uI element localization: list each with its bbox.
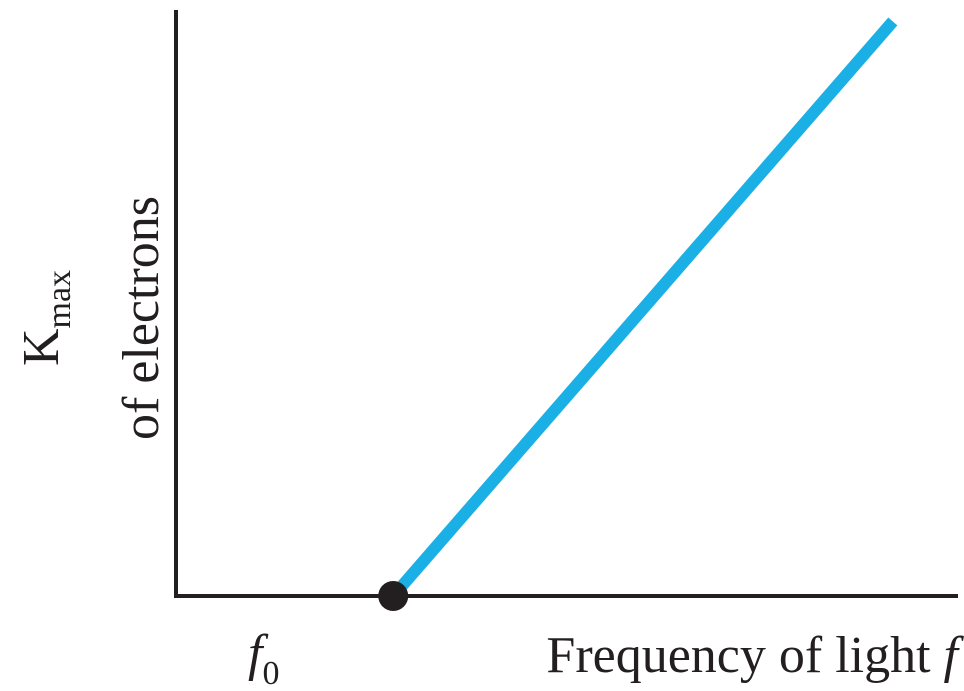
x-axis-label-variable: f	[944, 627, 964, 684]
threshold-point	[378, 581, 409, 611]
y-axis-label-main: K	[13, 328, 70, 366]
x-axis-label: Frequency of light f	[546, 627, 964, 684]
x-axis-label-text: Frequency of light	[546, 627, 943, 684]
y-axis-label-line2: of electrons	[113, 196, 170, 440]
y-axis-label-subscript: max	[41, 270, 78, 329]
x-tick-subscript: 0	[262, 655, 279, 691]
y-axis-label-line1: Kmax	[13, 270, 78, 366]
x-tick-label-f0: f0	[248, 625, 279, 691]
y-axis-label: Kmax of electrons	[13, 196, 170, 440]
series-line	[388, 17, 898, 600]
